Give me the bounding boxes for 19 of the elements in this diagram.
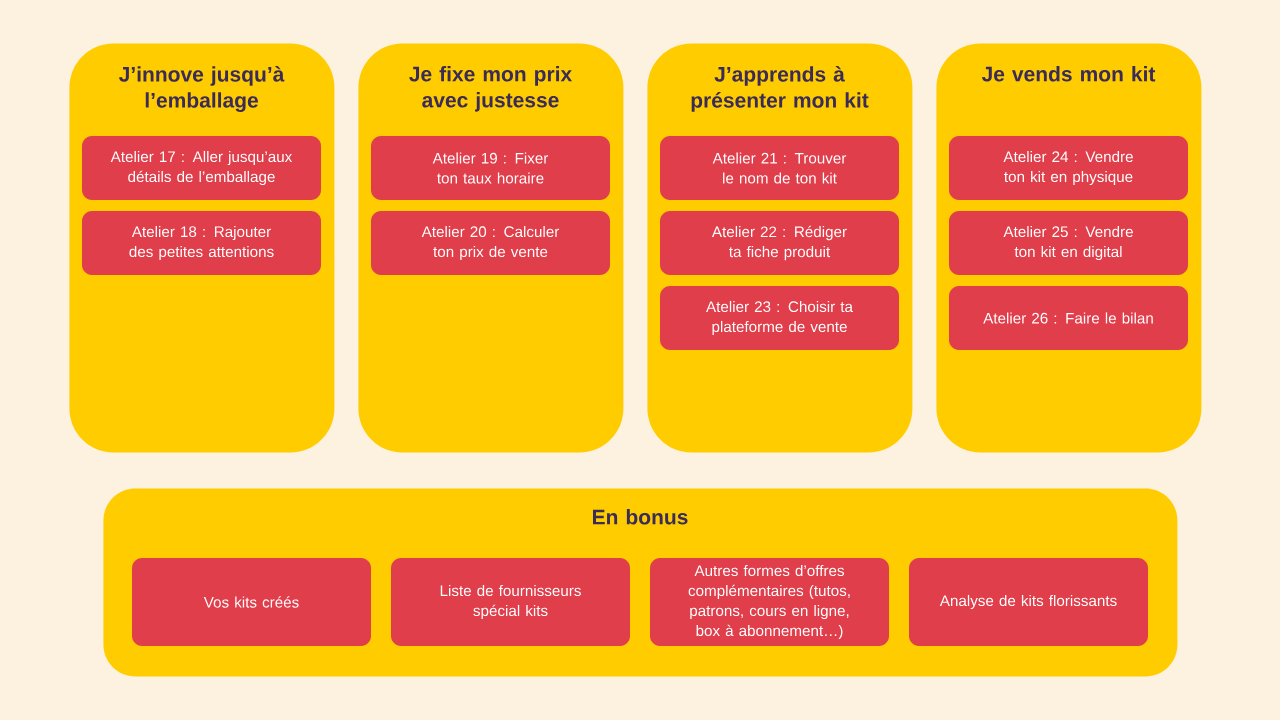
panel-heading: Je fixe mon prix avec justesse [409,66,572,112]
workshop-box: Atelier 20 : Calculer ton prix de vente [371,211,610,275]
workshop-box: Atelier 19 : Fixer ton taux horaire [371,136,610,200]
workshop-box: Atelier 26 : Faire le bilan [949,286,1188,350]
workshop-box: Atelier 25 : Vendre ton kit en digital [949,211,1188,275]
workshop-box: Atelier 22 : Rédiger ta fiche produit [660,211,899,275]
workshop-box: Liste de fournisseurs spécial kits [391,558,630,646]
panel-heading: En bonus [593,509,688,525]
workshop-box: Atelier 17 : Aller jusqu’aux détails de l’emballage [82,136,321,200]
panel-heading: Je vends mon kit [981,66,1156,82]
panel-heading: J’innove jusqu’à l’emballage [118,66,285,112]
workshop-box: Atelier 18 : Rajouter des petites attentions [82,211,321,275]
panel-heading: J’apprends à présenter mon kit [691,66,869,112]
workshop-box: Autres formes d’offres complémentaires (tutos, patrons, cours en ligne, box à abonnement…) [650,558,889,646]
workshop-box: Atelier 24 : Vendre ton kit en physique [949,136,1188,200]
workshop-box: Atelier 21 : Trouver le nom de ton kit [660,136,899,200]
workshop-box: Vos kits créés [132,558,371,646]
workshop-box: Analyse de kits florissants [909,558,1148,646]
workshop-box: Atelier 23 : Choisir ta plateforme de vente [660,286,899,350]
